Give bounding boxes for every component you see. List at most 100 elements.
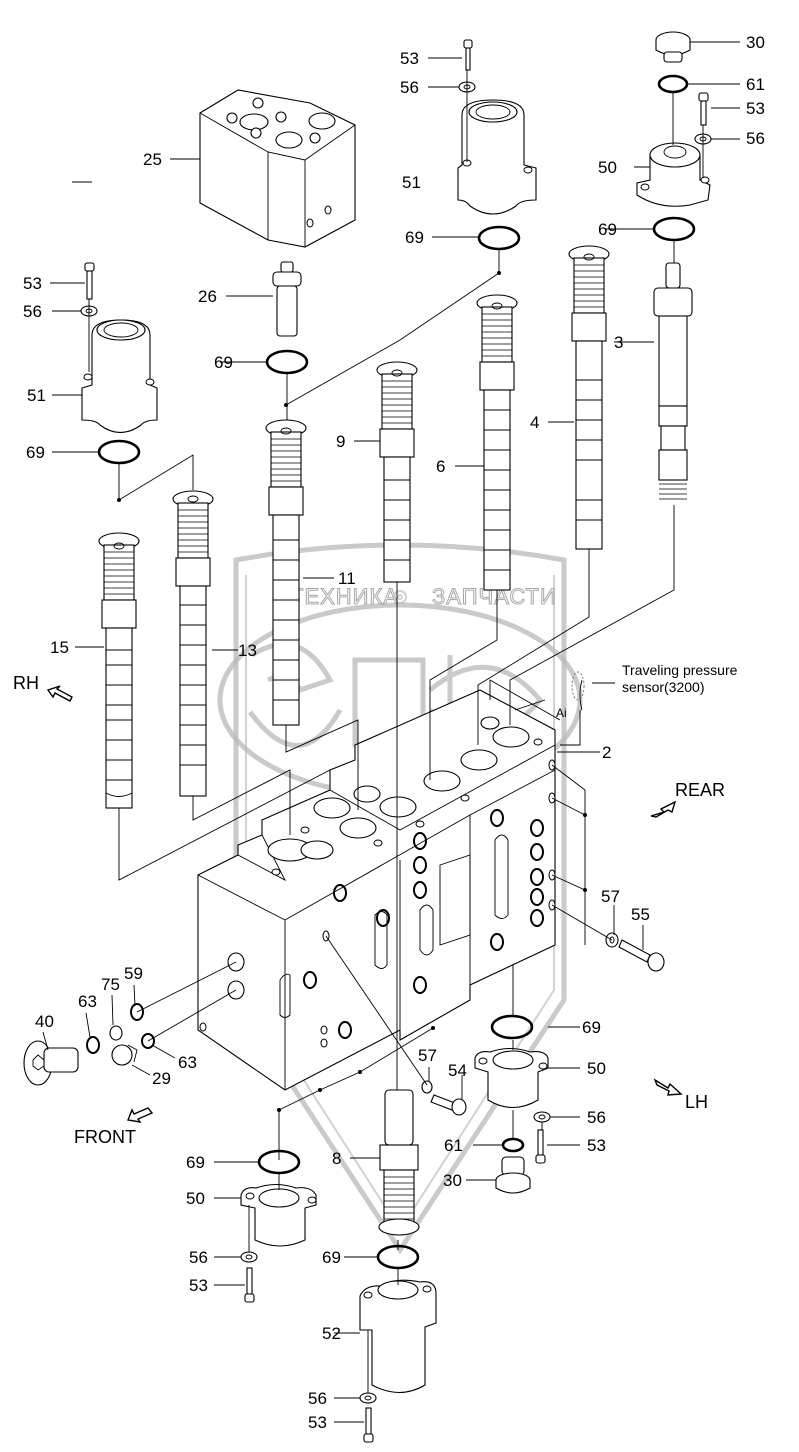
plug-40	[23, 1040, 79, 1086]
callout-61: 61	[444, 1136, 463, 1155]
arrow-icon	[46, 685, 73, 702]
callout-labels: 53 56 30 61 53 56 25 51 50 69 69 53 26 5…	[23, 33, 765, 1432]
callout-69: 69	[582, 1018, 601, 1037]
callout-57: 57	[418, 1046, 437, 1065]
callout-50: 50	[598, 158, 617, 177]
callout-50: 50	[186, 1189, 205, 1208]
callout-56: 56	[746, 129, 765, 148]
cap-50-top	[636, 142, 711, 207]
callout-69: 69	[598, 220, 617, 239]
callout-59: 59	[124, 964, 143, 983]
bolt-53-top	[463, 39, 473, 71]
washers	[80, 81, 712, 1404]
callout-26: 26	[198, 287, 217, 306]
callout-15: 15	[50, 638, 69, 657]
spool-15	[98, 532, 140, 809]
direction-lh: LH	[653, 1078, 708, 1112]
arrow-icon	[127, 1107, 154, 1123]
callout-57: 57	[601, 887, 620, 906]
callout-51: 51	[27, 386, 46, 405]
direction-lh-label: LH	[685, 1092, 708, 1112]
callout-54: 54	[448, 1061, 467, 1080]
spool-8	[378, 1089, 420, 1236]
watermark-gear-icon	[393, 590, 407, 604]
plug-30-top	[655, 31, 691, 63]
callout-69: 69	[186, 1153, 205, 1172]
valve-body	[197, 689, 556, 1091]
callout-69: 69	[405, 228, 424, 247]
callout-69: 69	[214, 353, 233, 372]
callout-53: 53	[746, 99, 765, 118]
bolt-54	[430, 1094, 467, 1116]
port-label-ai: Ai	[556, 706, 567, 720]
spool-6	[476, 294, 518, 591]
callout-69: 69	[26, 443, 45, 462]
callout-63: 63	[78, 992, 97, 1011]
bolts	[84, 39, 709, 1443]
callout-56: 56	[308, 1389, 327, 1408]
callout-25: 25	[143, 150, 162, 169]
callout-4: 4	[530, 413, 539, 432]
plug-30-bottom	[495, 1156, 531, 1194]
direction-rh: RH	[13, 673, 73, 702]
callout-61: 61	[746, 75, 765, 94]
callout-11: 11	[338, 569, 356, 588]
bolt-53-bottom	[363, 1407, 374, 1443]
callout-51: 51	[402, 173, 421, 192]
callout-30: 30	[746, 33, 765, 52]
cover-51-top	[457, 99, 537, 215]
callout-40: 40	[35, 1012, 54, 1031]
callout-69: 69	[322, 1248, 341, 1267]
callout-29: 29	[152, 1069, 171, 1088]
spool-9	[376, 361, 418, 583]
callout-8: 8	[332, 1149, 341, 1168]
bolt-53-left	[84, 262, 95, 300]
callout-53: 53	[189, 1276, 208, 1295]
callout-leaders	[42, 41, 740, 1423]
spool-11	[265, 419, 307, 726]
sensor-label-line1: Traveling pressure	[622, 662, 738, 678]
callout-13: 13	[238, 641, 257, 660]
callout-56: 56	[189, 1248, 208, 1267]
callout-2: 2	[602, 743, 611, 762]
callout-9: 9	[336, 432, 345, 451]
direction-rear-label: REAR	[675, 780, 725, 800]
callout-52: 52	[322, 1324, 341, 1343]
block-25	[199, 89, 356, 248]
plug-29	[111, 1044, 138, 1066]
direction-front-label: FRONT	[74, 1127, 136, 1147]
cover-51-left	[81, 319, 158, 434]
callout-75: 75	[101, 975, 120, 994]
callout-30: 30	[443, 1171, 462, 1190]
callout-53: 53	[23, 274, 42, 293]
arrow-icon	[653, 1078, 683, 1096]
callout-50: 50	[587, 1059, 606, 1078]
sensor-icon	[571, 671, 585, 701]
watermark-left-text: ТЕХНИКА	[290, 584, 399, 609]
callout-56: 56	[23, 302, 42, 321]
direction-rh-label: RH	[13, 673, 39, 693]
callout-63: 63	[178, 1053, 197, 1072]
sensor-label-line2: sensor(3200)	[622, 679, 705, 695]
callout-53: 53	[308, 1413, 327, 1432]
plug-26	[272, 261, 302, 337]
spool-3	[653, 262, 693, 500]
callout-53: 53	[400, 49, 419, 68]
center-lines	[88, 70, 704, 1393]
spool-13	[172, 490, 214, 797]
callout-3: 3	[614, 333, 623, 352]
cover-52	[359, 1279, 437, 1394]
bolt-53-bottom-left	[244, 1267, 255, 1303]
bolt-53-bottom-right	[535, 1129, 546, 1164]
callout-55: 55	[631, 905, 650, 924]
bolt-55	[618, 939, 665, 972]
callout-6: 6	[436, 457, 445, 476]
callout-56: 56	[587, 1108, 606, 1127]
sensor-annotation: Traveling pressure sensor(3200) Ai	[556, 662, 738, 720]
bolt-53-right	[698, 92, 709, 126]
cover-50-bottom-right	[474, 1047, 549, 1109]
arrow-icon	[650, 800, 677, 818]
direction-rear: REAR	[650, 780, 725, 818]
callout-56: 56	[400, 78, 419, 97]
